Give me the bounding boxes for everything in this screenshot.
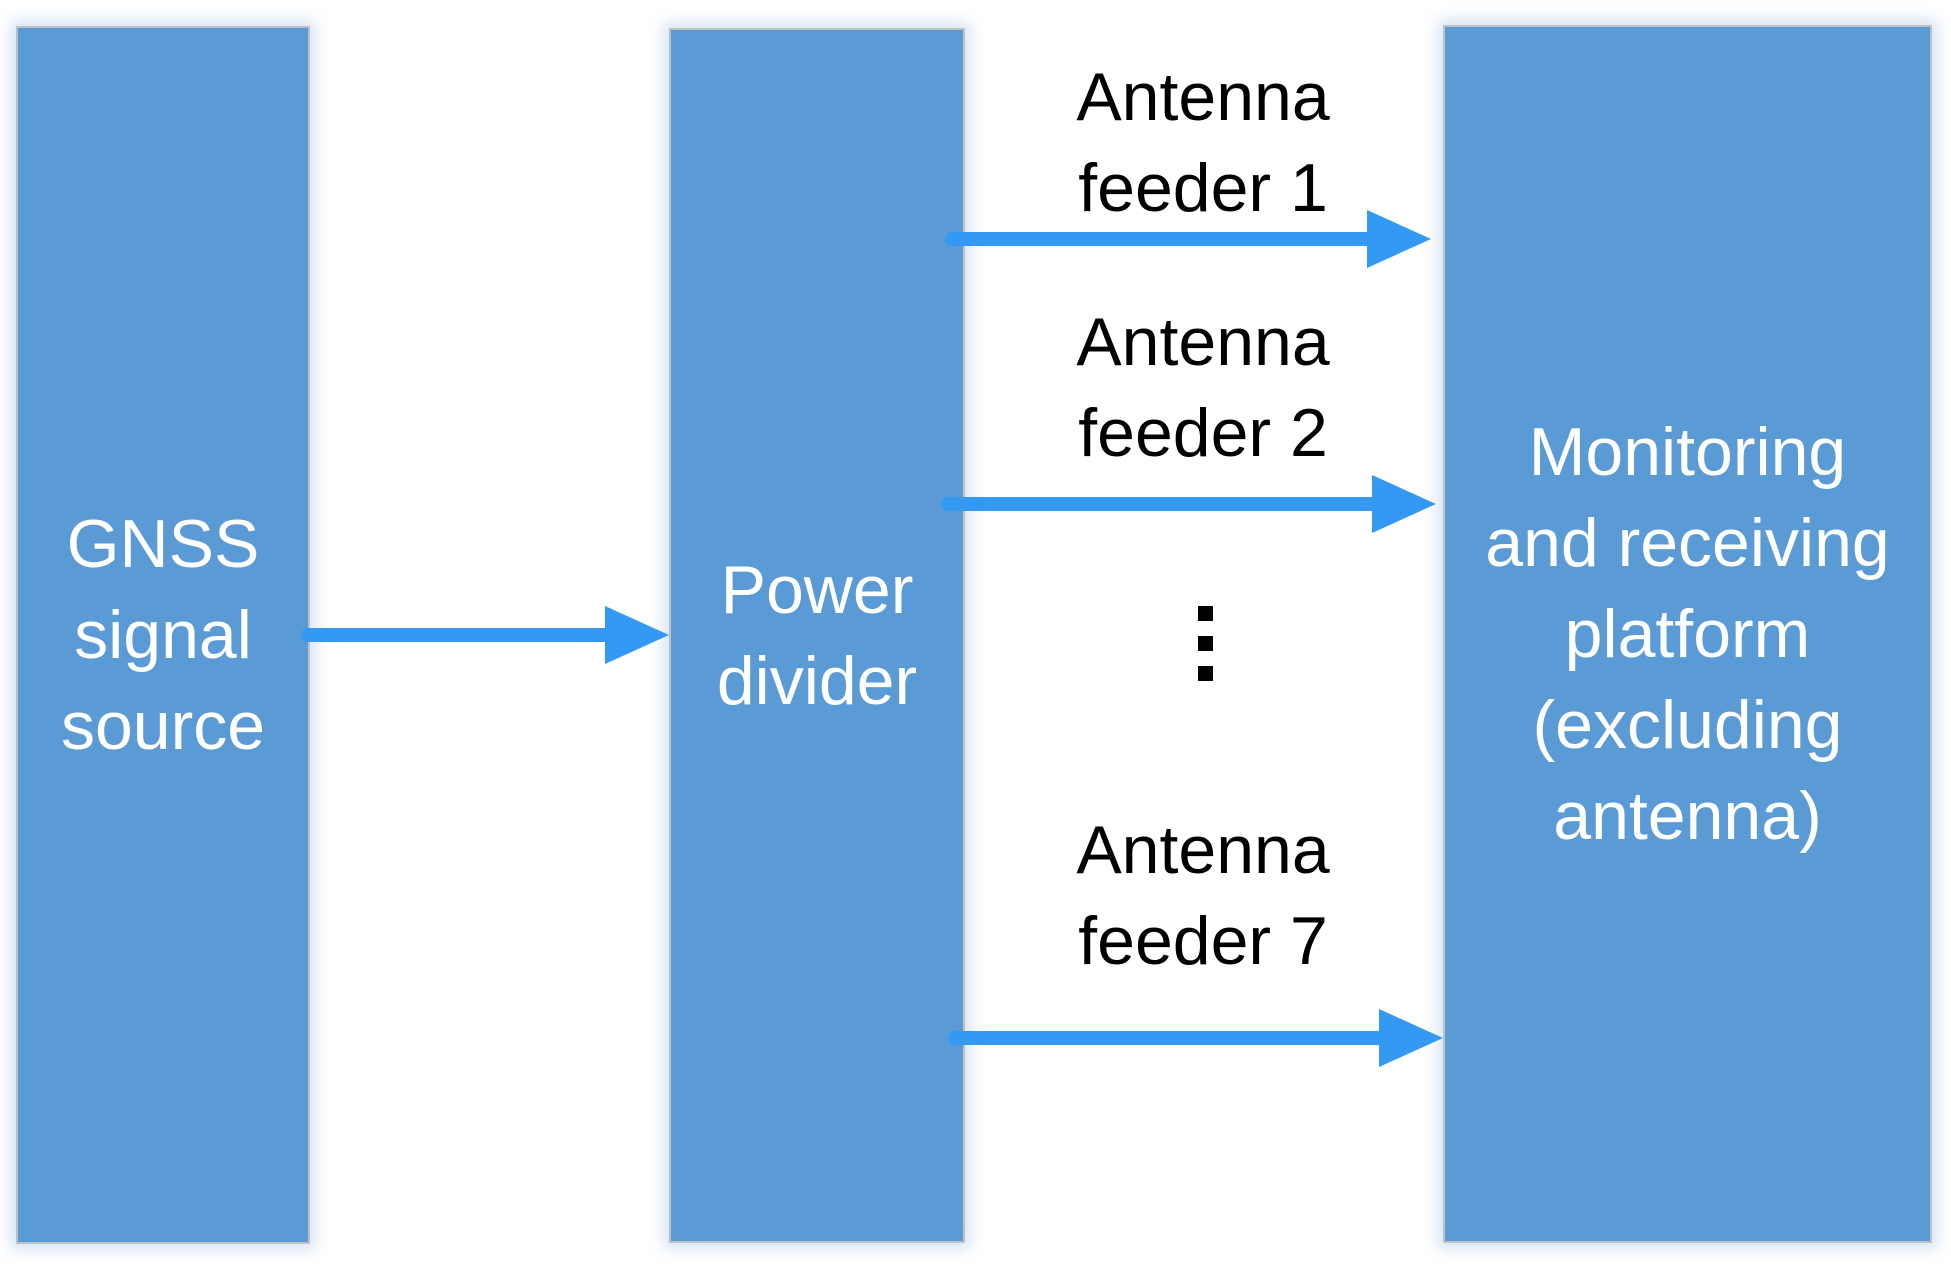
antenna-feeder-1-label: Antenna feeder 1 xyxy=(923,52,1483,234)
box-text-line: signal xyxy=(74,596,252,673)
monitoring-platform-box: Monitoring and receiving platform (exclu… xyxy=(1443,25,1932,1243)
box-text-line: Monitoring xyxy=(1528,413,1847,490)
label-text-line: feeder 2 xyxy=(1078,395,1328,471)
label-text-line: feeder 7 xyxy=(1078,903,1328,979)
label-text-line: Antenna xyxy=(1076,59,1330,135)
power-divider-box: Power divider xyxy=(669,28,965,1243)
label-text-line: Antenna xyxy=(1076,304,1330,380)
vertical-ellipsis-icon xyxy=(1198,606,1213,681)
ellipsis-dot xyxy=(1198,636,1213,651)
ellipsis-dot xyxy=(1198,666,1213,681)
box-text-line: platform xyxy=(1564,595,1811,672)
antenna-feeder-7-label: Antenna feeder 7 xyxy=(923,805,1483,987)
box-text-line: divider xyxy=(716,642,918,719)
box-text-line: and receiving xyxy=(1485,504,1890,581)
box-text-line: (excluding xyxy=(1532,686,1843,763)
label-text-line: feeder 1 xyxy=(1078,150,1328,226)
box-text-line: GNSS xyxy=(66,505,260,582)
box-text-line: source xyxy=(60,687,266,764)
box-text-line: antenna) xyxy=(1553,777,1822,854)
arrow-feeder-7 xyxy=(948,1009,1443,1067)
arrow-feeder-2 xyxy=(941,475,1436,533)
ellipsis-dot xyxy=(1198,606,1213,621)
label-text-line: Antenna xyxy=(1076,812,1330,888)
arrow-gnss-to-divider xyxy=(301,606,669,664)
box-text-line: Power xyxy=(720,551,914,628)
gnss-signal-source-box: GNSS signal source xyxy=(16,26,310,1244)
antenna-feeder-2-label: Antenna feeder 2 xyxy=(923,297,1483,479)
